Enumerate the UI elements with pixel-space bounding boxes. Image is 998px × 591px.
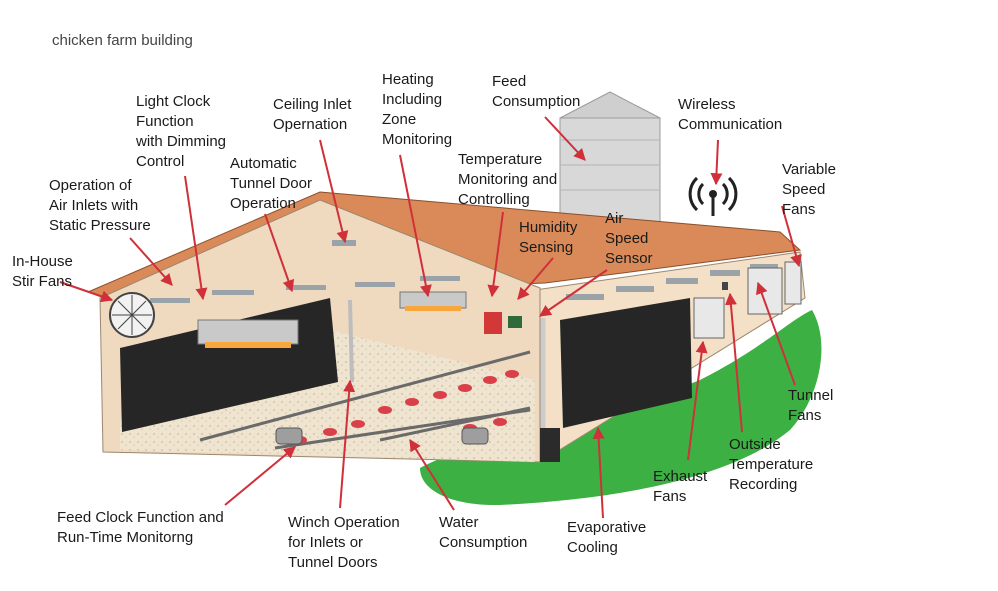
label-winch: Winch Operation for Inlets or Tunnel Doo…: [288, 514, 400, 571]
label-exhaust-fans: Exhaust Fans: [653, 468, 708, 505]
label-humidity: Humidity Sensing: [519, 219, 578, 256]
label-feed-clock: Feed Clock Function and Run-Time Monitor…: [57, 509, 224, 546]
label-air-speed: Air Speed Sensor: [605, 210, 653, 267]
outside-sensor: [722, 282, 728, 290]
label-air-inlets: Operation of Air Inlets with Static Pres…: [49, 177, 151, 234]
diagram-title: chicken farm building: [52, 32, 193, 49]
label-variable-speed-fans: Variable Speed Fans: [782, 161, 836, 218]
leader-arrows: [59, 116, 802, 519]
feed-lines: [199, 350, 531, 450]
label-light-clock: Light Clock Function with Dimming Contro…: [136, 93, 227, 170]
feed-motors: [275, 427, 489, 445]
label-outside-temperature: Outside Temperature Recording: [729, 436, 814, 493]
stir-fan-icon: [109, 292, 155, 338]
side-inlets: [566, 264, 778, 300]
label-evaporative: Evaporative Cooling: [567, 519, 647, 556]
label-heating: Heating Including Zone Monitoring: [382, 71, 453, 148]
water-box: [540, 428, 560, 462]
heater-left: [197, 319, 299, 348]
controller-box: [484, 312, 502, 334]
label-water: Water Consumption: [439, 514, 528, 551]
sensor-box: [508, 316, 522, 328]
label-wireless: Wireless Communication: [678, 96, 783, 133]
label-automatic-tunnel-door: Automatic Tunnel Door Operation: [230, 155, 312, 212]
label-stir-fans: In-House Stir Fans: [12, 253, 73, 290]
evaporative-pad-side: [560, 298, 692, 428]
label-feed-consumption: Feed Consumption: [492, 73, 581, 110]
label-temperature: Temperature Monitoring and Controlling: [458, 151, 558, 208]
wireless-antenna-icon: [688, 176, 738, 216]
label-tunnel-fans: Tunnel Fans: [788, 387, 834, 424]
label-ceiling-inlet: Ceiling Inlet Opernation: [273, 96, 352, 133]
heater-right: [399, 291, 467, 311]
winch-pole: [348, 299, 354, 383]
